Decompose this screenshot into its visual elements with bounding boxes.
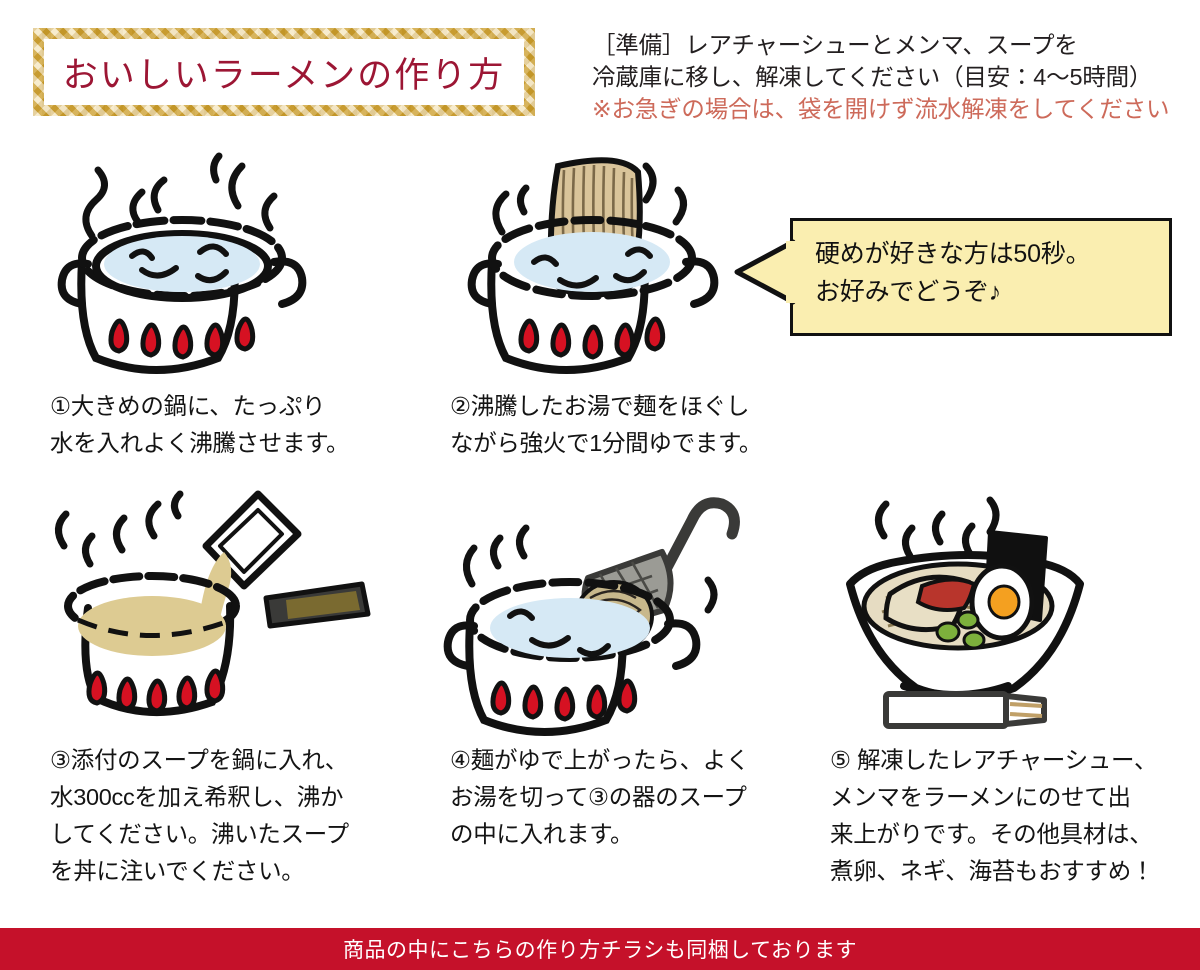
caption-line: ②沸騰したお湯で麺をほぐし <box>450 393 750 419</box>
step-4-caption: ④麺がゆで上がったら、よく お湯を切って③の器のスープ の中に入れます。 <box>450 742 749 853</box>
caption-line: 煮卵、ネギ、海苔もおすすめ！ <box>830 858 1155 884</box>
burner-flames <box>108 316 256 360</box>
callout-bubble: 硬めが好きな方は50秒。 お好みでどうぞ♪ <box>734 218 1172 336</box>
pot-boiling-water-illustration <box>30 136 430 386</box>
callout-line: お好みでどうぞ♪ <box>815 278 1001 306</box>
chopsticks <box>883 691 1047 729</box>
steam-wisps <box>82 152 278 240</box>
step-1-caption: ①大きめの鍋に、たっぷり 水を入れよく沸騰させます。 <box>50 388 350 462</box>
pot-with-noodle-strainer-illustration <box>440 480 820 736</box>
caption-line: お湯を切って③の器のスープ <box>450 784 747 810</box>
prep-line-1: ［準備］レアチャーシューとメンマ、スープを <box>592 32 1078 58</box>
caption-line: 来上がりです。その他具材は、 <box>830 821 1153 847</box>
caption-line: ①大きめの鍋に、たっぷり <box>50 393 326 419</box>
steam-wisps <box>463 524 718 614</box>
header: おいしいラーメンの作り方 ［準備］レアチャーシューとメンマ、スープを 冷蔵庫に移… <box>0 0 1200 135</box>
scallion-slices <box>935 610 986 650</box>
prep-line-2: 冷蔵庫に移し、解凍してください（目安：4〜5時間） <box>592 64 1153 90</box>
step-2: ②沸騰したお湯で麺をほぐし ながら強火で1分間ゆでます。 <box>440 136 820 456</box>
bottom-banner: 商品の中にこちらの作り方チラシも同梱しております <box>0 928 1200 970</box>
step-4: ④麺がゆで上がったら、よく お湯を切って③の器のスープ の中に入れます。 <box>440 480 820 847</box>
water-surface <box>104 236 260 292</box>
caption-line: を丼に注いでください。 <box>50 858 305 884</box>
saucepan-pouring-soup-illustration <box>30 480 440 735</box>
burner-flames <box>518 316 666 360</box>
step-5-caption: ⑤ 解凍したレアチャーシュー、 メンマをラーメンにのせて出 来上がりです。その他… <box>830 742 1157 890</box>
chashu-slices <box>883 574 977 633</box>
finished-ramen-bowl-illustration <box>830 480 1200 735</box>
caption-line: の中に入れます。 <box>450 821 634 847</box>
caption-line: してください。沸いたスープ <box>50 821 349 847</box>
step-3: ③添付のスープを鍋に入れ、 水300ccを加え希釈し、沸か してください。沸いた… <box>30 480 440 884</box>
soup-rim-dash <box>77 617 227 638</box>
title-plate-inner: おいしいラーメンの作り方 <box>44 39 524 105</box>
prep-line-warning: ※お急ぎの場合は、袋を開けず流水解凍をしてください <box>592 96 1170 122</box>
steam-wisps <box>492 162 687 236</box>
burner-flames <box>490 678 638 722</box>
steam-wisps <box>875 496 1000 560</box>
pot-body <box>57 216 307 374</box>
step-1: ①大きめの鍋に、たっぷり 水を入れよく沸騰させます。 <box>30 136 430 456</box>
steam-wisps <box>55 490 184 568</box>
burner-flames <box>86 668 226 714</box>
water-ripples <box>531 246 653 289</box>
pan-handle <box>263 581 371 629</box>
pot-body <box>467 216 719 374</box>
step-3-caption: ③添付のスープを鍋に入れ、 水300ccを加え希釈し、沸か してください。沸いた… <box>50 742 349 890</box>
caption-line: ながら強火で1分間ゆでます。 <box>450 430 763 456</box>
step-5: ⑤ 解凍したレアチャーシュー、 メンマをラーメンにのせて出 来上がりです。その他… <box>830 480 1200 884</box>
pot-with-noodle-block-illustration <box>440 136 820 386</box>
soup-surface <box>78 596 226 656</box>
preparation-note: ［準備］レアチャーシューとメンマ、スープを 冷蔵庫に移し、解凍してください（目安… <box>592 29 1192 125</box>
title-plate: おいしいラーメンの作り方 <box>33 28 535 116</box>
caption-line: ③添付のスープを鍋に入れ、 <box>50 747 348 773</box>
caption-line: 水を入れよく沸騰させます。 <box>50 430 350 456</box>
callout-tail-icon <box>734 239 796 305</box>
caption-line: 水300ccを加え希釈し、沸か <box>50 784 344 810</box>
caption-line: ⑤ 解凍したレアチャーシュー、 <box>830 747 1158 773</box>
water-ripples <box>507 608 611 658</box>
water-surface <box>490 598 650 658</box>
page-title: おいしいラーメンの作り方 <box>62 55 506 96</box>
boiled-egg <box>969 563 1035 641</box>
strainer-handle <box>646 497 740 602</box>
caption-line: ④麺がゆで上がったら、よく <box>450 747 750 773</box>
bottom-banner-text: 商品の中にこちらの作り方チラシも同梱しております <box>343 939 857 962</box>
step-2-caption: ②沸騰したお湯で麺をほぐし ながら強火で1分間ゆでます。 <box>450 388 762 462</box>
caption-line: メンマをラーメンにのせて出 <box>830 784 1131 810</box>
callout-line: 硬めが好きな方は50秒。 <box>815 240 1091 268</box>
water-ripples <box>129 243 229 284</box>
